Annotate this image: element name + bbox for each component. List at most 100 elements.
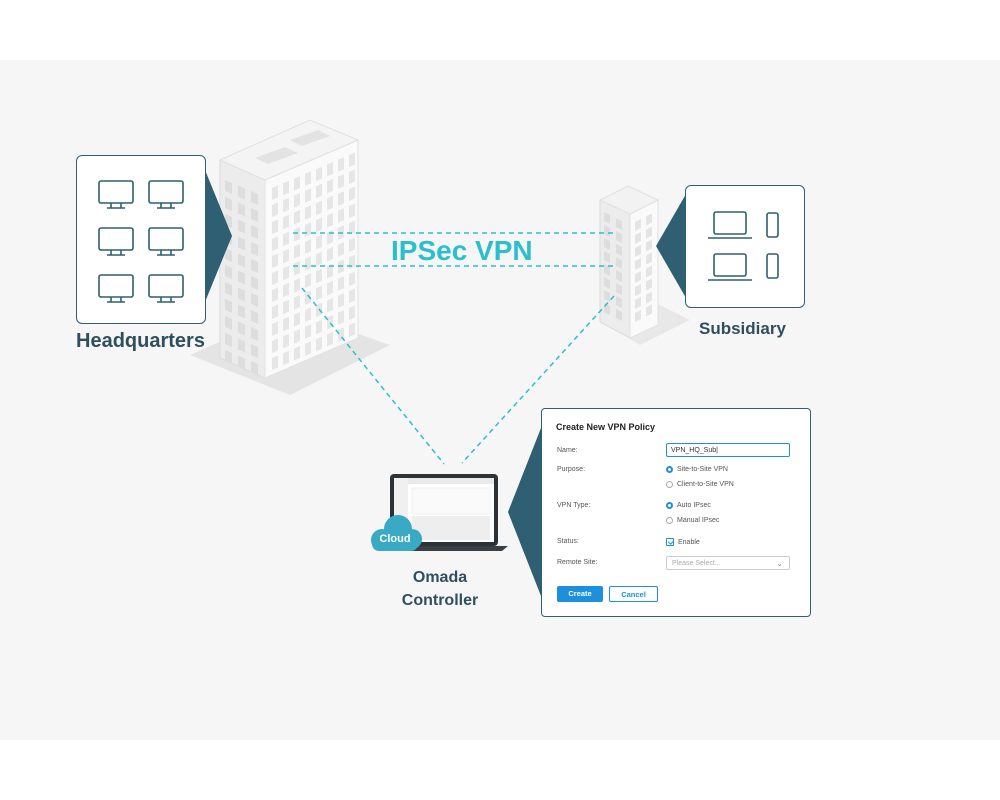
chevron-down-icon: ⌄ xyxy=(776,559,783,568)
vpn-type-label: VPN Type: xyxy=(557,502,591,509)
dialog-title: Create New VPN Policy xyxy=(556,422,656,432)
controller-label-line1: Omada xyxy=(412,569,468,586)
building-window xyxy=(338,157,344,172)
building-window xyxy=(349,220,355,236)
radio-selected-icon[interactable] xyxy=(666,466,673,473)
building-window xyxy=(305,324,311,339)
checkbox-checked-icon[interactable] xyxy=(666,538,674,546)
status-label: Status: xyxy=(557,538,579,545)
building-window xyxy=(251,361,258,375)
building-window xyxy=(316,319,322,335)
cancel-button[interactable]: Cancel xyxy=(609,586,658,602)
controller-label-line2: Controller xyxy=(401,592,479,609)
headquarters-label: Headquarters xyxy=(76,330,205,352)
laptop-device-icon xyxy=(708,253,752,281)
building-window xyxy=(225,333,232,347)
building-window xyxy=(272,185,278,200)
building-window xyxy=(316,183,322,199)
radio-unselected-icon[interactable] xyxy=(666,481,673,488)
building-window xyxy=(294,244,300,259)
building-window xyxy=(327,246,333,262)
building-window xyxy=(305,239,311,254)
building-window xyxy=(604,238,610,250)
building-window xyxy=(272,355,278,370)
building-window xyxy=(238,185,245,200)
building-window xyxy=(604,251,610,263)
building-window xyxy=(327,314,333,330)
building-window xyxy=(327,161,333,177)
sub-card-pointer xyxy=(656,194,686,298)
desktop-icon xyxy=(148,227,184,256)
building-window xyxy=(305,256,311,271)
subsidiary-label: Subsidiary xyxy=(699,319,786,338)
building-window xyxy=(305,273,311,288)
radio-selected-icon[interactable] xyxy=(666,502,673,509)
building-window xyxy=(225,248,232,262)
building-window xyxy=(604,290,610,302)
name-input[interactable]: VPN_HQ_Sub| xyxy=(666,443,790,457)
building-window xyxy=(294,261,300,276)
building-window xyxy=(616,296,622,308)
building-window xyxy=(646,265,652,278)
vpn-type-option-auto[interactable]: Auto IPsec xyxy=(666,502,711,509)
building-window xyxy=(225,350,232,364)
radio-unselected-icon[interactable] xyxy=(666,517,673,524)
building-window xyxy=(272,236,278,251)
create-vpn-policy-dialog: Create New VPN Policy Name: VPN_HQ_Sub| … xyxy=(541,408,811,617)
building-window xyxy=(305,290,311,305)
building-window xyxy=(616,283,622,295)
cloud-icon xyxy=(371,515,422,551)
building-window xyxy=(305,171,311,186)
building-window xyxy=(616,231,622,243)
building-window xyxy=(338,276,344,291)
building-window xyxy=(604,277,610,289)
building-window xyxy=(316,217,322,233)
building-window xyxy=(616,257,622,269)
building-window xyxy=(283,299,289,315)
desktop-icon xyxy=(98,180,134,209)
building-window xyxy=(294,176,300,191)
building-window xyxy=(604,264,610,276)
building-window xyxy=(272,321,278,336)
cloud-label: Cloud xyxy=(379,533,411,545)
create-button[interactable]: Create xyxy=(557,586,603,602)
building-window xyxy=(338,293,344,308)
building-window xyxy=(238,270,245,285)
building-window xyxy=(238,219,245,234)
building-window xyxy=(635,232,641,244)
controller-label: Omada Controller xyxy=(380,566,500,612)
building-window xyxy=(327,195,333,211)
building-window xyxy=(238,338,245,353)
building-window xyxy=(338,310,344,325)
building-window xyxy=(327,178,333,194)
building-window xyxy=(294,312,300,327)
purpose-option-client-to-site[interactable]: Client-to-Site VPN xyxy=(666,481,734,488)
building-window xyxy=(225,282,232,296)
building-window xyxy=(238,321,245,336)
purpose-option-site-to-site[interactable]: Site-to-Site VPN xyxy=(666,466,728,473)
building-window xyxy=(225,180,232,194)
building-window xyxy=(272,338,278,353)
desktop-icon xyxy=(148,274,184,303)
building-window xyxy=(251,225,258,239)
building-window xyxy=(635,271,641,283)
building-window xyxy=(646,278,652,291)
building-window xyxy=(646,226,652,239)
vpn-type-option-label: Auto IPsec xyxy=(677,502,711,509)
building-window xyxy=(272,253,278,268)
building-window xyxy=(283,197,289,213)
vpn-label: IPSec VPN xyxy=(391,235,533,266)
building-window xyxy=(283,231,289,247)
building-window xyxy=(251,310,258,324)
building-window xyxy=(349,288,355,304)
vpn-type-option-manual[interactable]: Manual IPsec xyxy=(666,517,719,524)
building-window xyxy=(238,236,245,251)
building-window xyxy=(283,282,289,298)
building-window xyxy=(349,203,355,219)
building-window xyxy=(349,152,355,168)
building-window xyxy=(238,253,245,268)
remote-site-select[interactable]: Please Select... ⌄ xyxy=(666,556,790,570)
building-window xyxy=(646,291,652,304)
status-enable-checkbox[interactable]: Enable xyxy=(666,538,700,546)
building-window xyxy=(225,299,232,313)
